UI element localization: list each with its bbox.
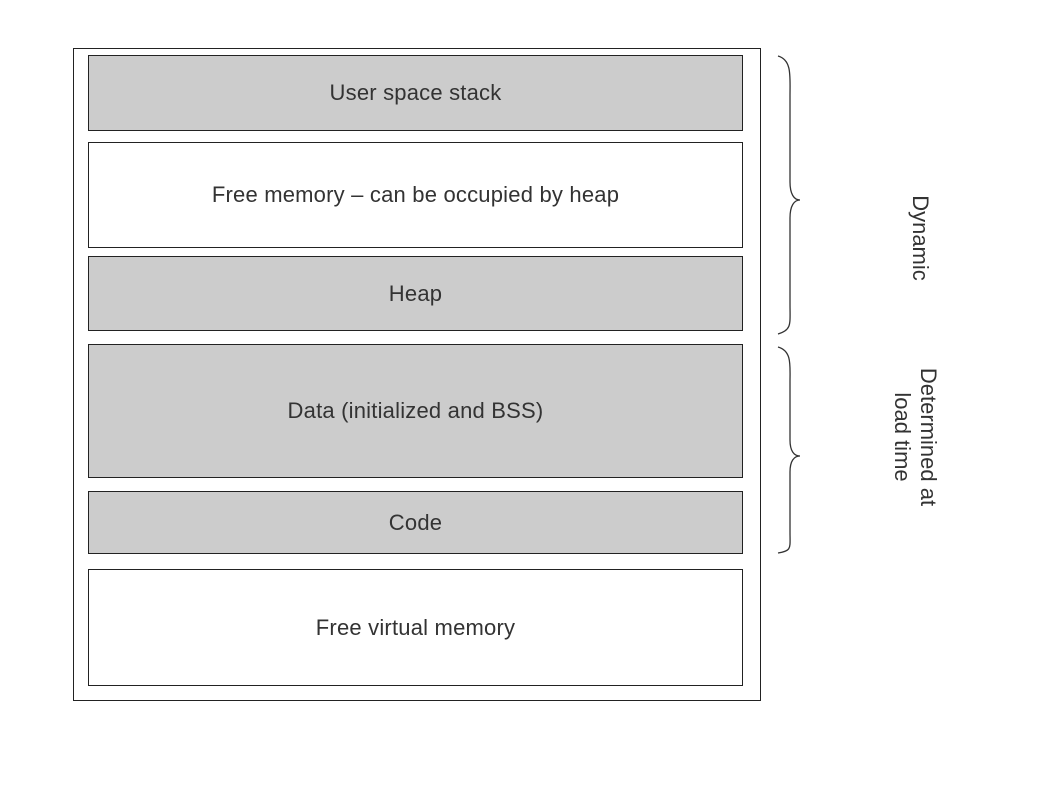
data-label: Data (initialized and BSS) xyxy=(287,398,544,423)
code-segment: Code xyxy=(88,491,743,554)
load-time-label-line-1: Determined at xyxy=(916,367,941,507)
user-space-stack-segment: User space stack xyxy=(88,55,743,131)
free-virtual-memory-segment: Free virtual memory xyxy=(88,569,743,686)
user-space-stack-label: User space stack xyxy=(329,80,502,105)
data-segment: Data (initialized and BSS) xyxy=(88,344,743,478)
heap-label: Heap xyxy=(388,280,443,306)
load-time-label-line-2: load time xyxy=(890,392,915,482)
free-memory-heap-segment: Free memory – can be occupied by heap xyxy=(88,142,743,248)
dynamic-label-text: Dynamic xyxy=(908,195,933,281)
free-virtual-memory-label: Free virtual memory xyxy=(315,614,516,640)
load-time-label: Determined at load time xyxy=(889,367,941,507)
dynamic-label: Dynamic xyxy=(907,183,933,293)
dynamic-brace xyxy=(777,55,801,335)
free-memory-heap-label: Free memory – can be occupied by heap xyxy=(211,182,620,207)
load-time-brace xyxy=(777,346,801,554)
heap-segment: Heap xyxy=(88,256,743,331)
code-label: Code xyxy=(388,509,443,535)
